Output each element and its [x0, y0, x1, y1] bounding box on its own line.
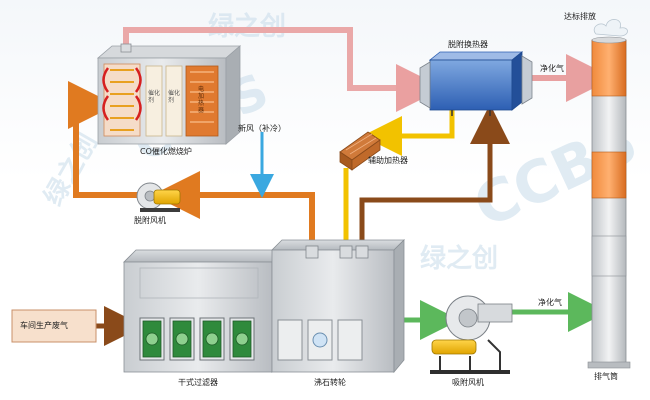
label-fresh-air: 新风（补冷）	[238, 124, 286, 133]
pipe-furnace-to-exchanger	[123, 27, 444, 112]
watermark-brand-b: 绿之创	[420, 244, 499, 274]
label-aux-heater: 辅助加热器	[368, 156, 408, 165]
waste-gas-source-box	[11, 309, 97, 343]
pipe-rotor-to-exchanger	[359, 104, 510, 240]
filter-window-gauge	[205, 332, 219, 346]
filter-window-gauge	[145, 332, 159, 346]
pipe-exchanger-to-heater	[362, 110, 455, 156]
label-heat-exchanger: 脱附换热器	[448, 40, 488, 49]
auxiliary-heater	[339, 131, 381, 171]
label-electric-heater: 电加热器	[198, 86, 205, 114]
filter-windows	[139, 317, 255, 361]
label-suction-fan: 吸附风机	[452, 378, 484, 387]
pipe-fan-to-furnace	[68, 81, 150, 198]
desorption-heat-exchanger	[419, 51, 533, 116]
label-desorption-fan: 脱附风机	[134, 216, 166, 225]
label-zeolite-rotor: 沸石转轮	[314, 378, 346, 387]
label-dry-filter: 干式过滤器	[178, 378, 218, 387]
label-clean-gas-bottom: 净化气	[538, 298, 562, 307]
co-catalytic-furnace	[96, 43, 242, 145]
label-co-furnace: CO催化燃烧炉	[140, 147, 192, 156]
pipe-rotor-to-fan	[152, 171, 315, 240]
label-exhaust-stack: 排气筒	[594, 372, 618, 381]
suction-fan	[430, 295, 513, 374]
zeolite-rotor-cabinet	[271, 239, 405, 374]
label-waste-gas: 车间生产废气	[20, 321, 68, 330]
label-clean-gas-top: 净化气	[540, 64, 564, 73]
label-catalyst-2: 催化剂	[168, 90, 181, 104]
label-catalyst-1: 催化剂	[148, 90, 161, 104]
label-emission-standard: 达标排放	[564, 12, 596, 21]
desorption-fan	[136, 182, 181, 212]
exhaust-stack	[587, 19, 631, 369]
filter-window-gauge	[235, 332, 249, 346]
filter-window-gauge	[175, 332, 189, 346]
